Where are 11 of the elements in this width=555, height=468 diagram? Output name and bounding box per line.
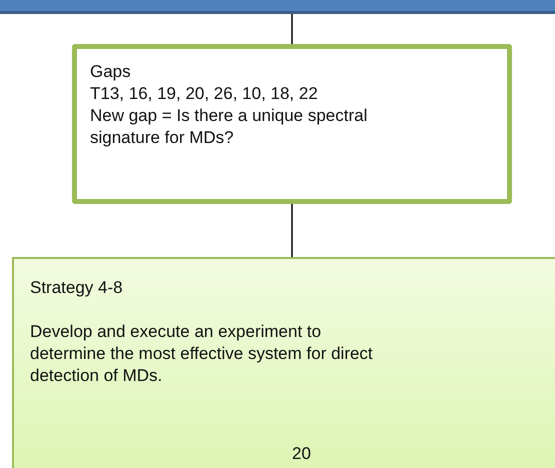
gaps-box xyxy=(72,44,512,204)
box-heading: Strategy 4-8 xyxy=(30,277,124,299)
strategy-box xyxy=(12,257,555,468)
box-text: Develop and execute an experiment to determine the most effective system for direct detection of MDs. xyxy=(30,321,374,387)
box-text: New gap = Is there a unique spectral signature for MDs? xyxy=(90,105,368,149)
box-text: T13, 16, 19, 20, 26, 10, 18, 22 xyxy=(90,83,319,105)
header-bar xyxy=(0,0,555,14)
page-number: 20 xyxy=(292,444,311,464)
box-heading: Gaps xyxy=(90,61,132,83)
connector-line xyxy=(291,204,293,257)
connector-line xyxy=(291,14,293,44)
